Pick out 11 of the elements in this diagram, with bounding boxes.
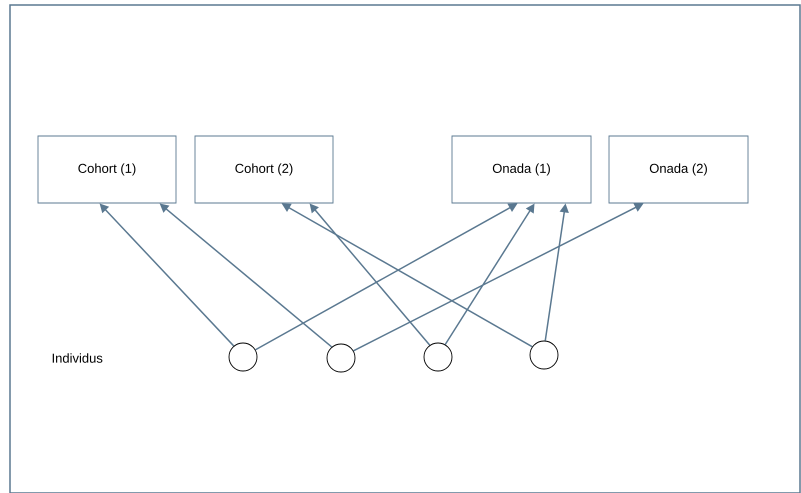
category-box: Cohort (2) bbox=[194, 136, 334, 204]
individual-circle bbox=[424, 342, 452, 372]
arrow bbox=[310, 204, 430, 346]
individual-circle bbox=[530, 340, 558, 370]
category-box: Cohort (1) bbox=[38, 136, 176, 204]
arrow bbox=[100, 204, 234, 346]
individual-circle bbox=[326, 344, 356, 372]
individual-circle bbox=[228, 342, 258, 372]
row-label: Individus bbox=[52, 353, 102, 363]
category-box: Onada (2) bbox=[608, 136, 748, 204]
category-box: Onada (1) bbox=[452, 136, 592, 204]
